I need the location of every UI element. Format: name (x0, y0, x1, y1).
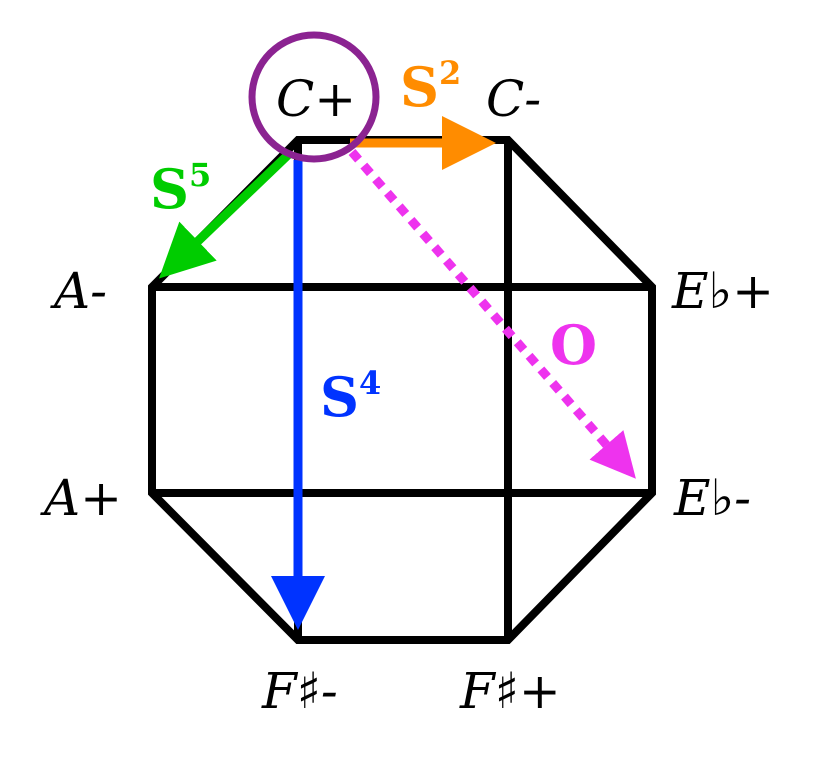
label-eflat-plus: E♭+ (671, 262, 774, 320)
arrow-s5 (158, 149, 294, 279)
label-a-minus: A- (50, 262, 107, 320)
highlight-circle (248, 31, 380, 163)
label-eflat-minus: E♭- (673, 469, 751, 527)
label-s5: S5 (150, 156, 211, 221)
label-c-minus: C- (486, 70, 541, 128)
label-c-plus: C+ (276, 70, 356, 128)
label-fsharp-minus: F♯- (261, 662, 338, 720)
label-s4: S4 (320, 364, 381, 429)
label-s2: S2 (400, 54, 461, 119)
label-fsharp-plus: F♯+ (459, 662, 561, 720)
label-a-plus: A+ (40, 469, 122, 527)
arrow-o (348, 149, 636, 479)
label-o: O (550, 313, 597, 377)
